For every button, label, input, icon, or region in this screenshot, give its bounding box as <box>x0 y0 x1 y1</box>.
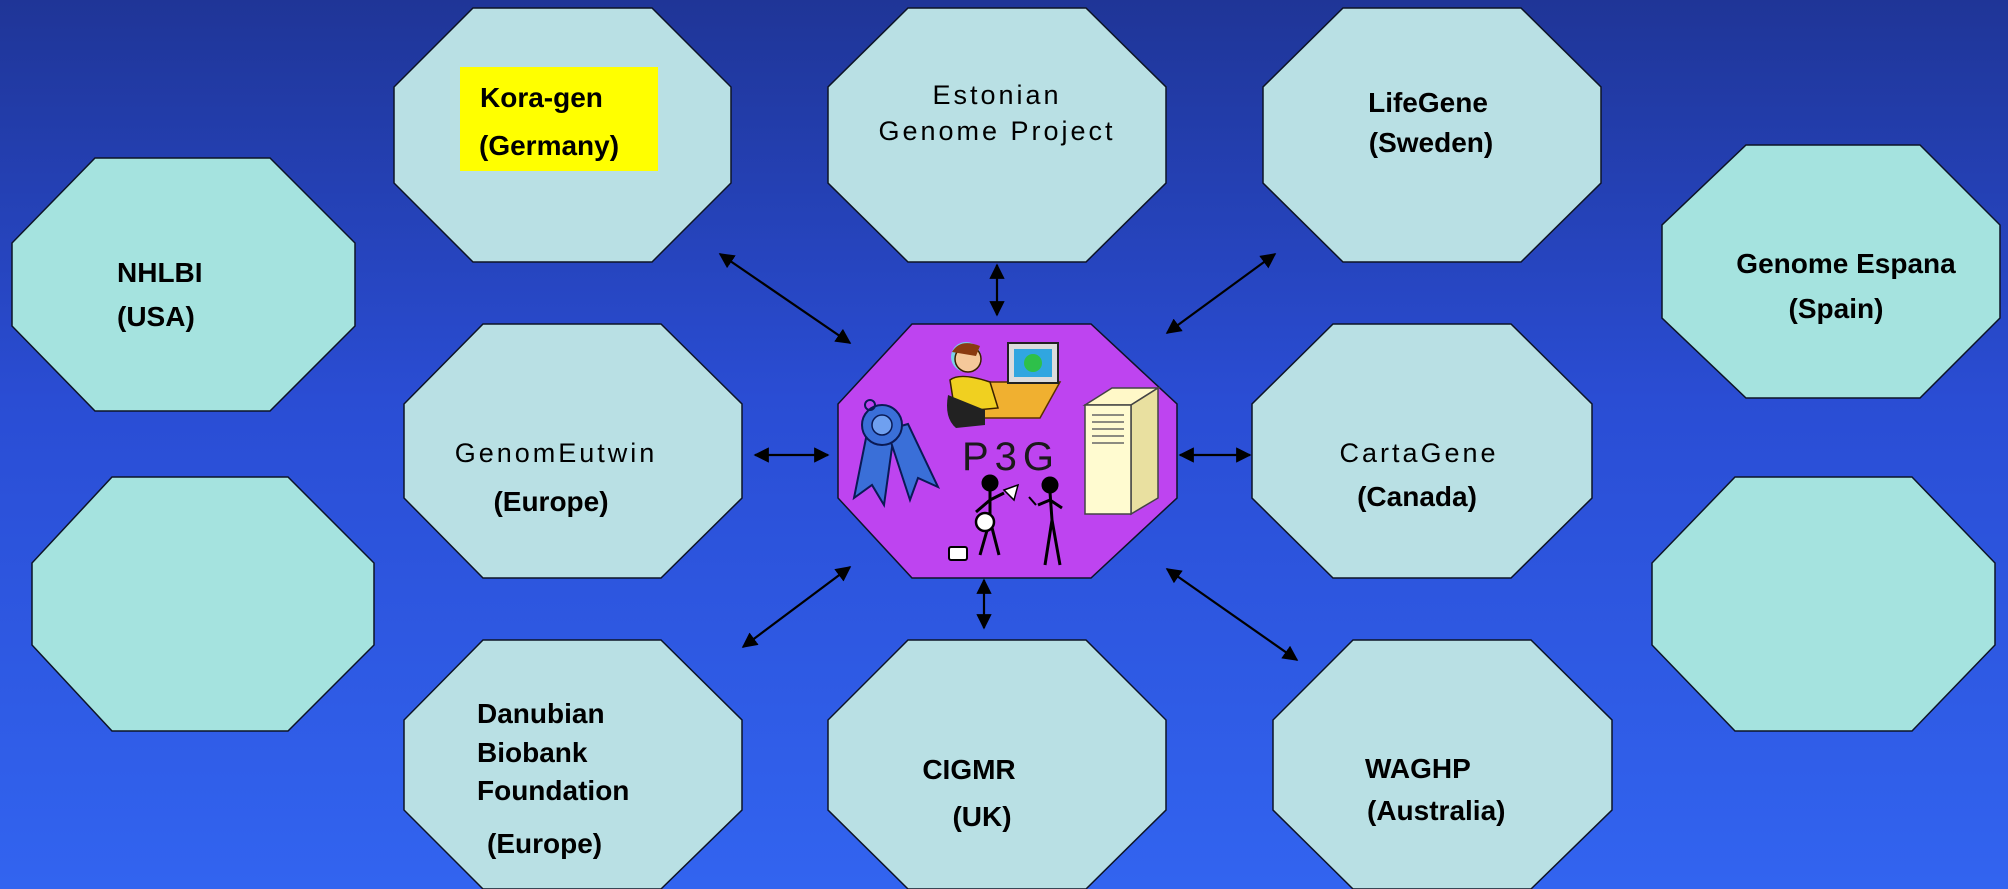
label-waghp-2: (Australia) <box>1367 795 1505 826</box>
people-figures-icon <box>948 474 1063 566</box>
label-danubian-2: Biobank <box>477 737 588 768</box>
label-espana-2: (Spain) <box>1789 293 1884 324</box>
highlight-box <box>460 67 658 171</box>
node-cartagene <box>1251 323 1593 579</box>
node-left-blank <box>31 476 375 732</box>
label-cigmr-1: CIGMR <box>922 754 1015 785</box>
node-right-blank <box>1651 476 1996 732</box>
node-nhlbi <box>11 157 356 412</box>
label-danubian-4: (Europe) <box>487 828 602 859</box>
label-lifegene-2: (Sweden) <box>1369 127 1493 158</box>
arrow-lifegene-hub <box>1165 253 1277 334</box>
label-waghp-1: WAGHP <box>1365 753 1471 784</box>
label-danubian-3: Foundation <box>477 775 629 806</box>
computer-user-icon <box>947 342 1062 428</box>
node-waghp <box>1272 639 1613 889</box>
label-cigmr-2: (UK) <box>952 801 1011 832</box>
node-espana <box>1661 144 2001 399</box>
arrow-waghp-hub <box>1165 568 1299 661</box>
node-estonian <box>827 7 1167 263</box>
label-danubian-1: Danubian <box>477 698 605 729</box>
label-cartagene-2: (Canada) <box>1357 481 1477 512</box>
label-cartagene-1: CartaGene <box>1339 438 1498 468</box>
label-estonian-2: Genome Project <box>878 116 1115 146</box>
label-estonian-1: Estonian <box>932 80 1061 110</box>
node-danubian <box>403 639 743 889</box>
server-tower-icon <box>1082 386 1161 516</box>
label-genomeutwin-1: GenomEutwin <box>455 438 658 468</box>
node-genomeutwin <box>403 323 743 579</box>
label-lifegene-1: LifeGene <box>1368 87 1488 118</box>
arrow-koragen-hub <box>718 253 852 344</box>
label-koragen-1: Kora-gen <box>480 82 603 113</box>
node-lifegene <box>1262 7 1602 263</box>
arrow-danubian-hub <box>741 566 852 648</box>
ribbon-award-icon <box>852 399 941 508</box>
node-cigmr <box>827 639 1167 889</box>
label-nhlbi-1: NHLBI <box>117 257 203 288</box>
label-espana-1: Genome Espana <box>1736 248 1956 279</box>
label-genomeutwin-2: (Europe) <box>493 486 608 517</box>
hub-label: P3G <box>962 435 1060 479</box>
label-koragen-2: (Germany) <box>479 130 619 161</box>
label-nhlbi-2: (USA) <box>117 301 195 332</box>
